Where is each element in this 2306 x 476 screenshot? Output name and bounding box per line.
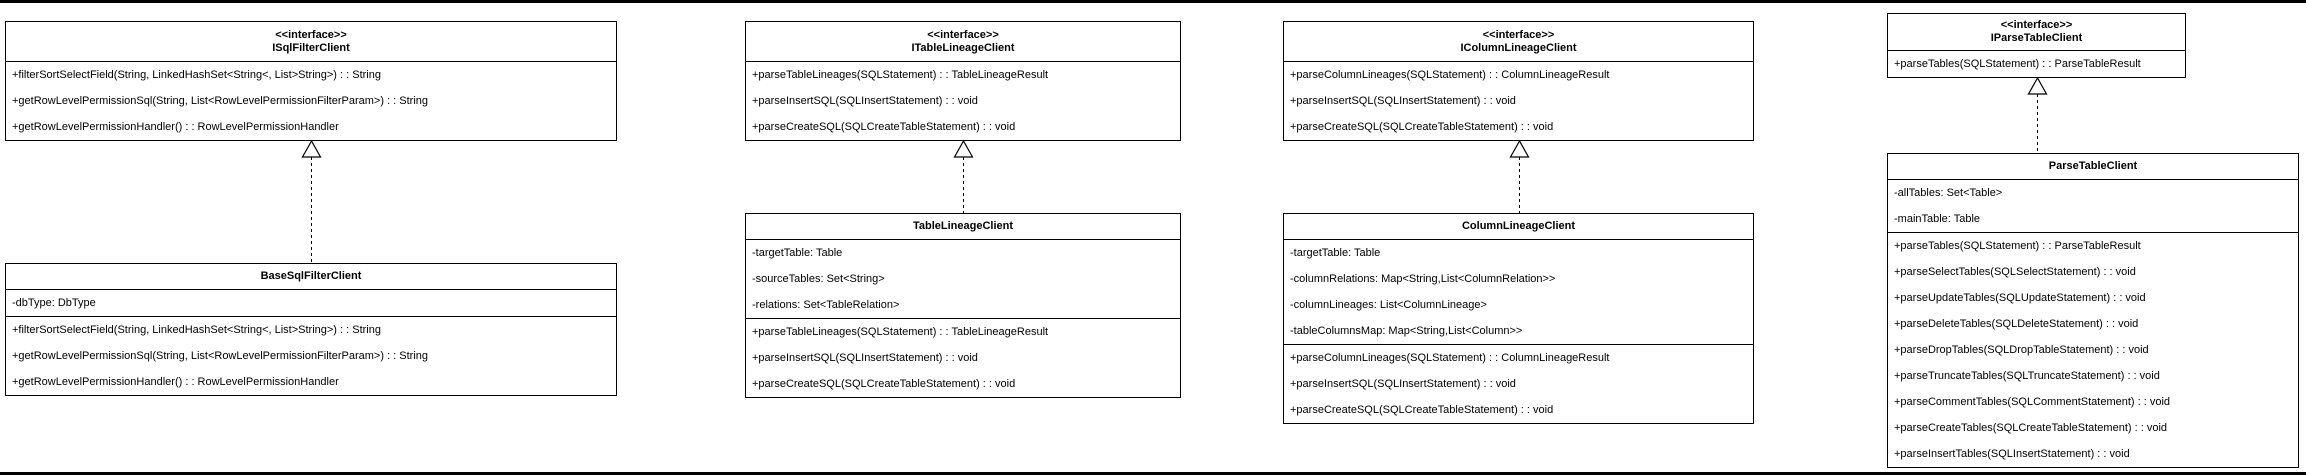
class-name: TableLineageClient (912, 220, 1014, 232)
method-row: +parseCommentTables(SQLCommentStatement)… (1894, 396, 2171, 408)
class-header: <<interface>>ISqlFilterClient (6, 22, 616, 62)
class-header: TableLineageClient (746, 214, 1180, 240)
class-header: <<interface>>IColumnLineageClient (1284, 22, 1753, 62)
class-box-iparsetableclient: <<interface>>IParseTableClient +parseTabl… (1887, 13, 2186, 78)
method-row: +parseInsertTables(SQLInsertStatement) :… (1894, 448, 2130, 460)
realization-arrowhead (301, 139, 322, 158)
class-name: IColumnLineageClient (1460, 41, 1577, 54)
class-box-tablelineageclient: TableLineageClient -targetTable: Table -so… (745, 213, 1181, 398)
class-header: ParseTableClient (1888, 154, 2298, 180)
method-row: +parseSelectTables(SQLSelectStatement) :… (1894, 266, 2136, 278)
class-name: ISqlFilterClient (272, 41, 350, 54)
attribute-row: -mainTable: Table (1894, 213, 1981, 225)
method-row: +parseColumnLineages(SQLStatement) : : C… (1290, 352, 1610, 364)
methods-section: +parseColumnLineages(SQLStatement) : : C… (1284, 62, 1753, 140)
method-row: +filterSortSelectField(String, LinkedHas… (12, 324, 381, 336)
method-row: +parseUpdateTables(SQLUpdateStatement) :… (1894, 292, 2146, 304)
method-row: +parseCreateTables(SQLCreateTableStateme… (1894, 422, 2168, 434)
attribute-row: -targetTable: Table (1290, 247, 1381, 259)
method-row: +parseInsertSQL(SQLInsertStatement) : : … (1290, 95, 1516, 107)
method-row: +getRowLevelPermissionSql(String, List<R… (12, 95, 429, 107)
method-row: +parseCreateSQL(SQLCreateTableStatement)… (752, 121, 1016, 133)
class-header: <<interface>>IParseTableClient (1888, 14, 2185, 51)
stereotype-label: <<interface>> (2000, 19, 2073, 31)
realization-arrowhead (953, 139, 974, 158)
class-box-columnlineageclient: ColumnLineageClient -targetTable: Table -c… (1283, 213, 1754, 424)
method-row: +parseInsertSQL(SQLInsertStatement) : : … (1290, 378, 1516, 390)
class-header: BaseSqlFilterClient (6, 264, 616, 290)
class-box-itablelineageclient: <<interface>>ITableLineageClient +parseTa… (745, 21, 1181, 141)
class-name: ITableLineageClient (911, 41, 1015, 54)
method-row: +parseDeleteTables(SQLDeleteStatement) :… (1894, 318, 2139, 330)
methods-section: +filterSortSelectField(String, LinkedHas… (6, 317, 616, 395)
stereotype-label: <<interface>> (927, 28, 999, 41)
stereotype-label: <<interface>> (275, 28, 347, 41)
class-header: ColumnLineageClient (1284, 214, 1753, 240)
methods-section: +parseTables(SQLStatement) : : ParseTabl… (1888, 233, 2298, 467)
class-box-isqlfilterclient: <<interface>>ISqlFilterClient +filterSort… (5, 21, 617, 141)
attribute-row: -columnLineages: List<ColumnLineage> (1290, 299, 1487, 311)
method-row: +parseTables(SQLStatement) : : ParseTabl… (1894, 240, 2141, 252)
method-row: +parseInsertSQL(SQLInsertStatement) : : … (752, 95, 978, 107)
method-row: +parseCreateSQL(SQLCreateTableStatement)… (1290, 404, 1554, 416)
class-box-parsetableclient: ParseTableClient -allTables: Set<Table> -m… (1887, 153, 2299, 468)
methods-section: +filterSortSelectField(String, LinkedHas… (6, 62, 616, 140)
realization-arrowhead (2027, 76, 2048, 95)
attributes-section: -targetTable: Table -columnRelations: Map… (1284, 240, 1753, 345)
class-header: <<interface>>ITableLineageClient (746, 22, 1180, 62)
method-row: +parseCreateSQL(SQLCreateTableStatement)… (752, 378, 1016, 390)
method-row: +parseTables(SQLStatement) : : ParseTabl… (1894, 58, 2141, 70)
attribute-row: -dbType: DbType (12, 297, 96, 309)
method-row: +parseTableLineages(SQLStatement) : : Ta… (752, 69, 1049, 81)
method-row: +parseCreateSQL(SQLCreateTableStatement)… (1290, 121, 1554, 133)
method-row: +parseColumnLineages(SQLStatement) : : C… (1290, 69, 1610, 81)
method-row: +filterSortSelectField(String, LinkedHas… (12, 69, 381, 81)
class-box-icolumnlineageclient: <<interface>>IColumnLineageClient +parseC… (1283, 21, 1754, 141)
method-row: +getRowLevelPermissionHandler() : : RowL… (12, 376, 339, 388)
class-box-basesqlfilterclient: BaseSqlFilterClient -dbType: DbType +filte… (5, 263, 617, 396)
stereotype-label: <<interface>> (1482, 28, 1555, 41)
top-border-line (0, 0, 2306, 3)
class-name: BaseSqlFilterClient (260, 270, 362, 282)
attribute-row: -sourceTables: Set<String> (752, 273, 885, 285)
attributes-section: -allTables: Set<Table> -mainTable: Table (1888, 180, 2298, 233)
attribute-row: -columnRelations: Map<String,List<Column… (1290, 273, 1556, 285)
class-name: ColumnLineageClient (1461, 220, 1576, 232)
method-row: +parseDropTables(SQLDropTableStatement) … (1894, 344, 2149, 356)
class-name: ParseTableClient (2048, 160, 2138, 172)
bottom-border-line (0, 472, 2306, 475)
method-row: +parseTableLineages(SQLStatement) : : Ta… (752, 326, 1049, 338)
attributes-section: -dbType: DbType (6, 290, 616, 317)
methods-section: +parseTableLineages(SQLStatement) : : Ta… (746, 319, 1180, 397)
method-row: +parseInsertSQL(SQLInsertStatement) : : … (752, 352, 978, 364)
attributes-section: -targetTable: Table -sourceTables: Set<St… (746, 240, 1180, 319)
method-row: +getRowLevelPermissionHandler() : : RowL… (12, 121, 339, 133)
attribute-row: -targetTable: Table (752, 247, 843, 259)
attribute-row: -tableColumnsMap: Map<String,List<Column… (1290, 325, 1523, 337)
realization-arrowhead (1509, 139, 1530, 158)
attribute-row: -relations: Set<TableRelation> (752, 299, 900, 311)
class-name: IParseTableClient (1990, 32, 2083, 44)
method-row: +getRowLevelPermissionSql(String, List<R… (12, 350, 429, 362)
methods-section: +parseTableLineages(SQLStatement) : : Ta… (746, 62, 1180, 140)
methods-section: +parseColumnLineages(SQLStatement) : : C… (1284, 345, 1753, 423)
method-row: +parseTruncateTables(SQLTruncateStatemen… (1894, 370, 2160, 382)
attribute-row: -allTables: Set<Table> (1894, 187, 2003, 199)
methods-section: +parseTables(SQLStatement) : : ParseTabl… (1888, 51, 2185, 77)
